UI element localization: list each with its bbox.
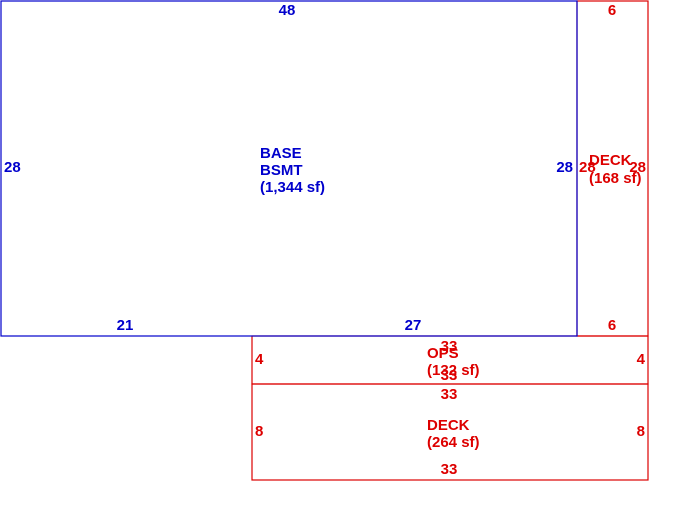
base-label-line3: (1,344 sf) <box>260 179 325 196</box>
ops-label-area: (132 sf) <box>427 362 480 379</box>
base-label-line1: BASE <box>260 145 302 162</box>
deck-right-dim-left: 28 <box>579 159 596 176</box>
ops-dim-bottom: 33 <box>441 367 458 384</box>
deck-right-dim-right: 28 <box>629 159 646 176</box>
base-dim-right: 28 <box>556 159 573 176</box>
deck-right-dim-top: 6 <box>608 2 616 19</box>
base-dim-top: 48 <box>279 2 296 19</box>
ops-dim-top: 33 <box>441 338 458 355</box>
ops-dim-left: 4 <box>255 351 264 368</box>
deck-bottom-dim-top: 33 <box>441 386 458 403</box>
base-basement-area: 48 28 28 21 27 BASE BSMT (1,344 sf) <box>0 0 578 337</box>
deck-bottom-dim-right: 8 <box>637 423 645 440</box>
ops-area: 33 4 4 33 OPS (132 sf) <box>251 335 649 385</box>
base-dim-bottom-right: 27 <box>405 317 422 334</box>
ops-dim-right: 4 <box>637 351 646 368</box>
deck-bottom-area: 33 8 8 33 DECK (264 sf) <box>251 383 649 481</box>
deck-bottom-dim-left: 8 <box>255 423 263 440</box>
deck-right-label-area: (168 sf) <box>589 170 642 187</box>
base-label-line2: BSMT <box>260 162 303 179</box>
base-dim-left: 28 <box>4 159 21 176</box>
deck-bottom-label-name: DECK <box>427 417 470 434</box>
deck-bottom-label-area: (264 sf) <box>427 434 480 451</box>
base-outline <box>0 0 578 337</box>
deck-bottom-outline <box>251 383 649 481</box>
ops-label-name: OPS <box>427 345 459 362</box>
deck-right-label-name: DECK <box>589 152 632 169</box>
deck-right-dim-bottom: 6 <box>608 317 616 334</box>
base-dim-bottom-left: 21 <box>117 317 134 334</box>
deck-bottom-dim-bottom: 33 <box>441 461 458 478</box>
deck-right-area: 6 28 28 6 DECK (168 sf) <box>576 0 649 337</box>
